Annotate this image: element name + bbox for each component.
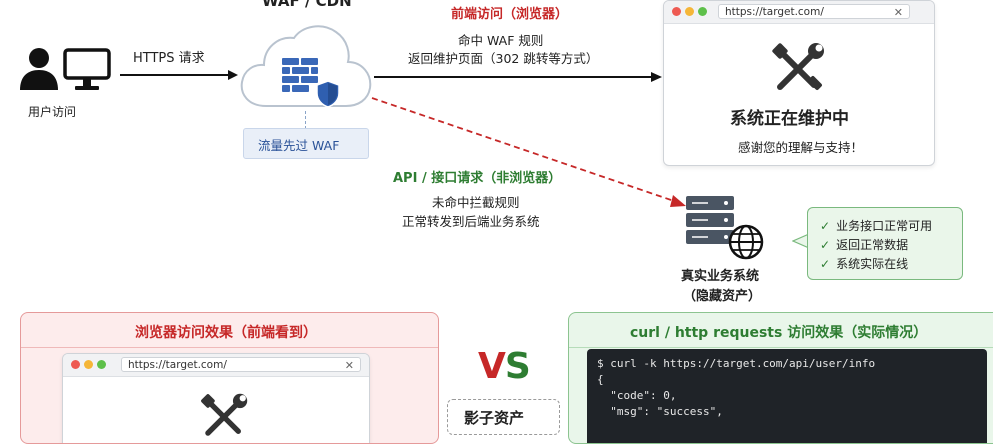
backend-label-line1: 真实业务系统 (681, 269, 760, 284)
browser-path-line1: 命中 WAF 规则 (458, 33, 544, 48)
terminal-line: "msg": "success", (597, 405, 723, 418)
tools-icon (770, 41, 826, 97)
maintenance-message: 感谢您的理解与支持！ (738, 140, 864, 155)
panel-browser-window: https://target.com/ ✕ (62, 353, 370, 443)
https-request-label: HTTPS 请求 (133, 51, 205, 66)
vs-label: VS (478, 346, 531, 387)
address-bar[interactable]: https://target.com/ ✕ (121, 357, 361, 372)
waf-title: WAF / CDN (262, 0, 352, 10)
close-dot (672, 7, 681, 16)
panel-divider (21, 347, 438, 348)
vs-v: V (478, 346, 506, 387)
user-label: 用户访问 (28, 105, 77, 119)
check-item: ✓ 返回正常数据 (820, 236, 908, 253)
shield-icon (316, 80, 340, 108)
curl-effect-title: curl / http requests 访问效果（实际情况） (630, 325, 928, 341)
address-bar-url: https://target.com/ (128, 359, 227, 371)
browser-effect-title: 浏览器访问效果（前端看到） (135, 325, 317, 341)
browser-titlebar: https://target.com/ ✕ (664, 1, 934, 24)
waf-note-connector (305, 111, 308, 129)
check-item: ✓ 系统实际在线 (820, 255, 908, 272)
tools-icon (199, 392, 249, 442)
check-item-text: 返回正常数据 (836, 238, 909, 252)
api-path-arrow (370, 96, 690, 212)
browser-path-title: 前端访问（浏览器） (451, 7, 569, 22)
terminal-line: "code": 0, (597, 389, 677, 402)
browser-path-line2: 返回维护页面（302 跳转等方式） (408, 51, 599, 66)
waf-note-box (243, 128, 369, 159)
browser-path-arrow (374, 68, 662, 82)
waf-note-text: 流量先过 WAF (258, 138, 340, 153)
monitor-icon (63, 48, 111, 92)
browser-effect-panel: 浏览器访问效果（前端看到） https://target.com/ ✕ (20, 312, 439, 444)
terminal-window: $ curl -k https://target.com/api/user/in… (587, 349, 987, 443)
browser-titlebar: https://target.com/ ✕ (63, 354, 369, 377)
check-icon: ✓ (820, 257, 831, 271)
check-item-text: 系统实际在线 (836, 257, 909, 271)
check-icon: ✓ (820, 219, 831, 233)
minimize-dot (685, 7, 694, 16)
address-bar[interactable]: https://target.com/ ✕ (718, 4, 910, 19)
terminal-line: $ curl -k https://target.com/api/user/in… (597, 357, 876, 370)
shadow-asset-text: 影子资产 (464, 409, 525, 427)
maximize-dot (698, 7, 707, 16)
close-dot (71, 360, 80, 369)
vs-s: S (504, 346, 531, 387)
firewall-icon (282, 58, 320, 92)
request-arrow (120, 66, 238, 80)
maintenance-heading: 系统正在维护中 (730, 109, 849, 129)
server-icon (686, 196, 752, 258)
user-icon (18, 46, 60, 92)
minimize-dot (84, 360, 93, 369)
check-item: ✓ 业务接口正常可用 (820, 217, 932, 234)
api-path-title: API / 接口请求（非浏览器） (393, 171, 562, 186)
check-icon: ✓ (820, 238, 831, 252)
api-path-line1: 未命中拦截规则 (432, 195, 520, 210)
api-path-line2: 正常转发到后端业务系统 (402, 214, 540, 229)
terminal-line: { (597, 373, 604, 386)
close-tab-icon[interactable]: ✕ (893, 6, 903, 19)
close-tab-icon[interactable]: ✕ (344, 359, 354, 372)
backend-label-line2: （隐藏资产） (683, 289, 762, 304)
maintenance-browser-window: https://target.com/ ✕ 系统正在维护中 感谢您的理解与支持！ (663, 0, 935, 166)
globe-icon (728, 224, 764, 260)
backend-checklist: ✓ 业务接口正常可用 ✓ 返回正常数据 ✓ 系统实际在线 (807, 207, 963, 280)
panel-divider (569, 347, 993, 348)
check-item-text: 业务接口正常可用 (836, 219, 933, 233)
curl-effect-panel: curl / http requests 访问效果（实际情况） $ curl -… (568, 312, 993, 444)
address-bar-url: https://target.com/ (725, 6, 824, 18)
maximize-dot (97, 360, 106, 369)
